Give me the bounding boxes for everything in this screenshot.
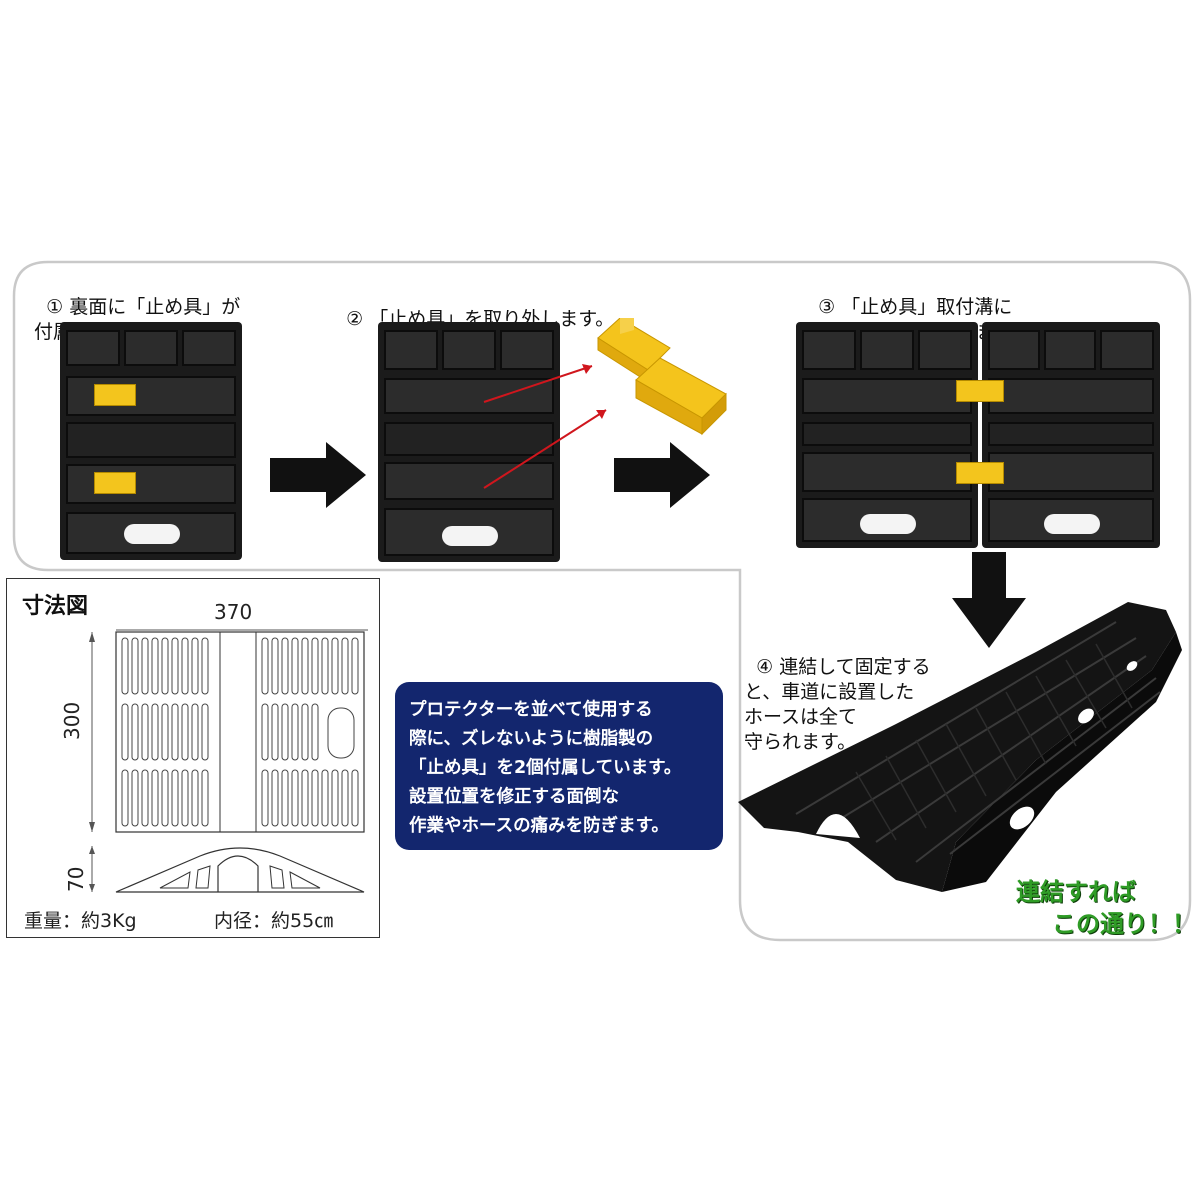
step-2-number: ② (346, 308, 364, 330)
weight-text: 重量：約3Kg (24, 910, 137, 932)
note-line-2: 際に、ズレないように樹脂製の (409, 729, 654, 749)
step-1-number: ① (46, 296, 64, 318)
connected-ramp-image (738, 602, 1182, 892)
note-line-1: プロテクターを並べて使用する (409, 700, 653, 720)
caption-line-1: 連結すれば (1016, 878, 1136, 906)
protector-back-image-2 (378, 322, 560, 562)
step-4-number: ④ (756, 656, 774, 678)
feature-note-box: プロテクターを並べて使用する 際に、ズレないように樹脂製の 「止め具」を2個付属… (395, 682, 723, 850)
stopper-part (94, 472, 136, 494)
removed-stoppers-image (483, 318, 727, 489)
protector-back-image-1 (60, 322, 242, 560)
note-line-4: 設置位置を修正する面倒な (409, 787, 619, 807)
dimension-drawing (89, 629, 368, 893)
width-label: 370 (214, 600, 253, 624)
inner-diameter-text: 内径：約55㎝ (214, 910, 334, 932)
note-line-5: 作業やホースの痛みを防ぎます。 (409, 816, 669, 836)
connected-protector-right (982, 322, 1160, 548)
connected-protector-left (796, 322, 978, 548)
arrow-right-icon (270, 442, 366, 508)
dimension-title: 寸法図 (22, 594, 89, 619)
step-3-number: ③ (818, 296, 836, 318)
stopper-part (94, 384, 136, 406)
step-4-text: ④ 連結して固定する と、車道に設置した ホースは全て 守られます。 (744, 630, 931, 755)
stopper-part (956, 380, 1004, 402)
note-line-3: 「止め具」を2個付属しています。 (409, 758, 682, 778)
arrow-right-icon (614, 442, 710, 508)
step-4-description: 連結して固定する と、車道に設置した ホースは全て 守られます。 (744, 656, 931, 753)
arrow-down-icon (952, 552, 1026, 648)
stopper-part (956, 462, 1004, 484)
caption-line-2: この通り！！ (1052, 910, 1196, 938)
